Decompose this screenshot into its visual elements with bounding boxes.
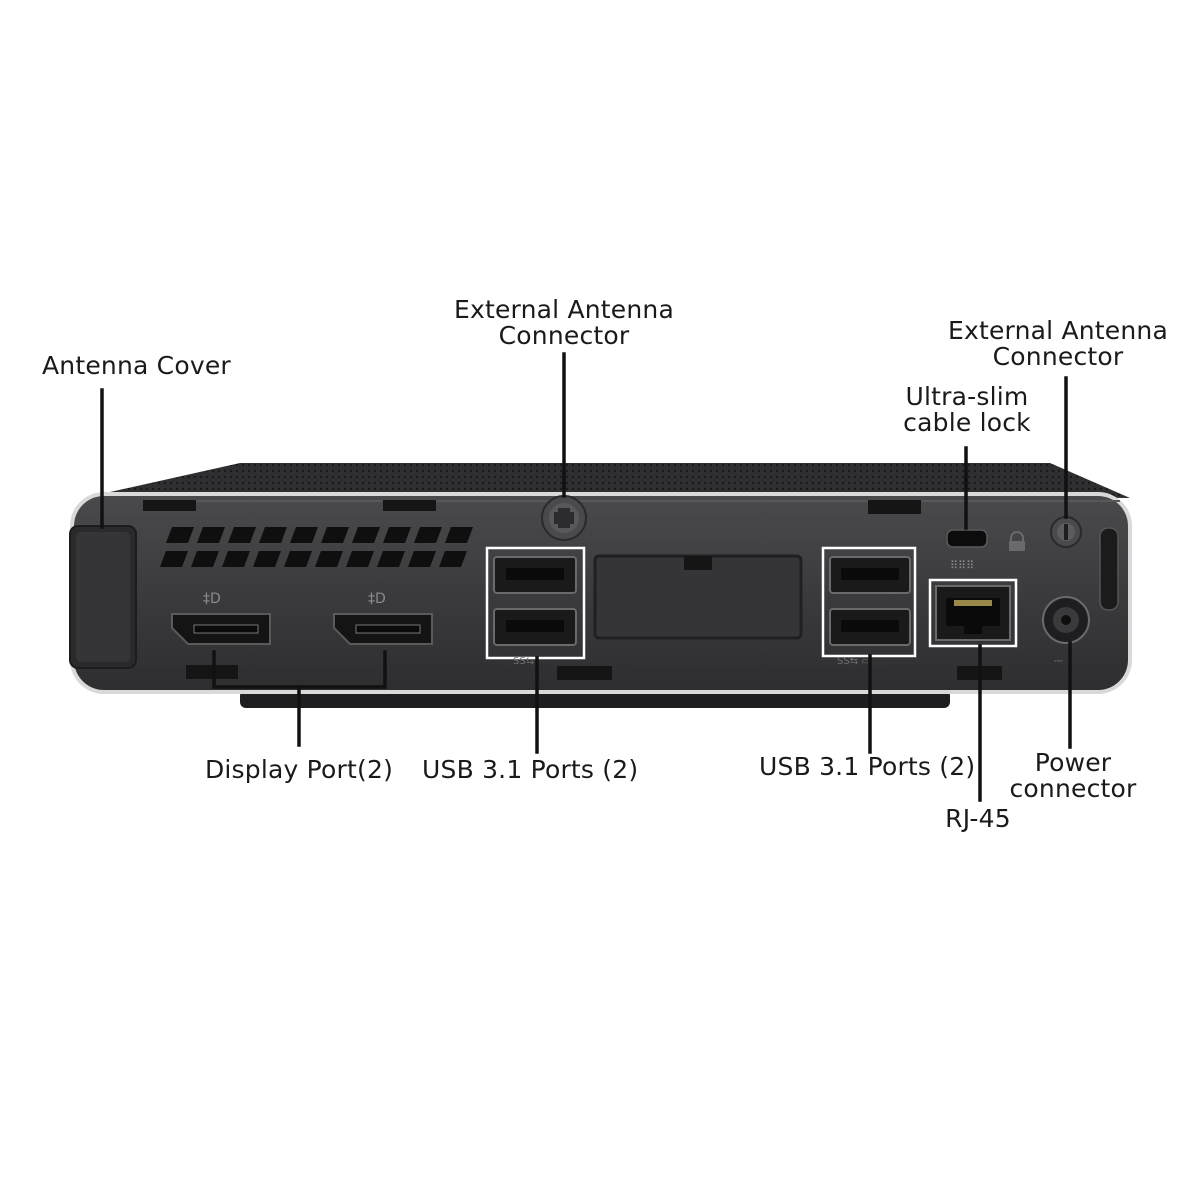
label-cable-lock-line1: Ultra-slim bbox=[905, 382, 1029, 411]
vent-slot bbox=[439, 551, 467, 567]
antenna-cover bbox=[69, 525, 137, 669]
vent-slot bbox=[414, 527, 442, 543]
vent-slot bbox=[408, 551, 436, 567]
label-external-antenna-right-line1: External Antenna bbox=[947, 316, 1168, 345]
center-port-cover bbox=[593, 554, 803, 640]
rj45-port: ⠿⠿⠿ bbox=[928, 559, 1018, 648]
vent-slot bbox=[284, 551, 312, 567]
vent-slot bbox=[166, 527, 194, 543]
label-external-antenna-center-line1: External Antenna bbox=[453, 295, 674, 324]
label-cable-lock: Ultra-slim cable lock bbox=[890, 384, 1044, 436]
cable-lock-slot bbox=[946, 529, 1025, 551]
display-port-1: ‡D bbox=[171, 591, 271, 645]
label-antenna-cover: Antenna Cover bbox=[42, 351, 231, 380]
label-display-port: Display Port(2) bbox=[204, 755, 394, 784]
display-port-2: ‡D bbox=[333, 591, 433, 645]
usb-ports-right: SS⇆ ▭ bbox=[821, 546, 917, 667]
display-port-group: ‡D ‡D bbox=[171, 591, 433, 645]
label-cable-lock-line2: cable lock bbox=[903, 408, 1031, 437]
svg-text:SS⇆ ▭: SS⇆ ▭ bbox=[837, 656, 871, 667]
top-slots bbox=[143, 500, 921, 514]
label-external-antenna-center: External Antenna Connector bbox=[444, 297, 684, 349]
antenna-connector-right bbox=[1050, 516, 1082, 548]
vent-slot bbox=[191, 551, 219, 567]
label-power-connector-line1: Power bbox=[1034, 748, 1112, 777]
vent-grille bbox=[160, 527, 473, 567]
svg-text:SS⇆: SS⇆ bbox=[513, 656, 534, 667]
chassis-foot bbox=[240, 690, 950, 708]
svg-text:‡D: ‡D bbox=[203, 591, 221, 607]
vent-slot bbox=[290, 527, 318, 543]
label-usb-ports-right: USB 3.1 Ports (2) bbox=[759, 752, 976, 781]
label-power-connector-line2: connector bbox=[1009, 774, 1137, 803]
vent-slot bbox=[346, 551, 374, 567]
vent-slot bbox=[352, 527, 380, 543]
vent-slot bbox=[222, 551, 250, 567]
svg-text:⎓: ⎓ bbox=[1054, 654, 1063, 667]
vent-slot bbox=[377, 551, 405, 567]
vent-slot bbox=[228, 527, 256, 543]
usb-ports-left: SS⇆ bbox=[485, 546, 586, 667]
label-external-antenna-center-line2: Connector bbox=[498, 321, 630, 350]
side-vent-slot bbox=[1099, 527, 1119, 611]
label-rj45: RJ-45 bbox=[945, 804, 1011, 833]
vent-slot bbox=[383, 527, 411, 543]
antenna-screw bbox=[541, 495, 587, 541]
chassis-top bbox=[110, 463, 1130, 498]
vent-slot bbox=[253, 551, 281, 567]
vent-slot bbox=[160, 551, 188, 567]
leader-lines bbox=[100, 352, 1072, 802]
vent-slot bbox=[445, 527, 473, 543]
label-power-connector: Power connector bbox=[1000, 750, 1146, 802]
vent-slot bbox=[315, 551, 343, 567]
vent-slot bbox=[197, 527, 225, 543]
svg-text:⠿⠿⠿: ⠿⠿⠿ bbox=[950, 559, 974, 572]
power-jack: ⎓ bbox=[1042, 596, 1090, 667]
vent-slot bbox=[321, 527, 349, 543]
label-external-antenna-right: External Antenna Connector bbox=[938, 318, 1178, 370]
label-usb-ports-left: USB 3.1 Ports (2) bbox=[422, 755, 639, 784]
vent-slot bbox=[259, 527, 287, 543]
label-external-antenna-right-line2: Connector bbox=[992, 342, 1124, 371]
svg-text:‡D: ‡D bbox=[368, 591, 386, 607]
